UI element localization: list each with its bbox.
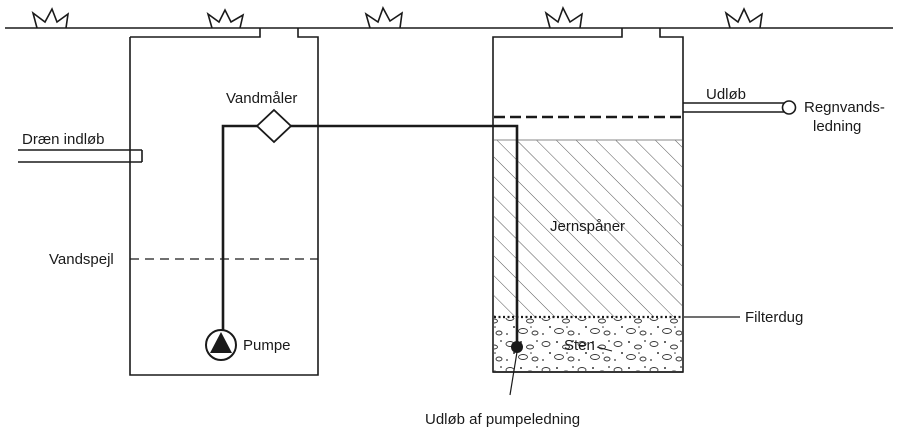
drain-inlet-label: Dræn indløb (22, 131, 105, 148)
drain-inlet-pipe (18, 149, 143, 163)
iron-shavings-layer (494, 140, 682, 317)
filter-cloth-label: Filterdug (745, 309, 803, 326)
pump-line-outlet-dot (511, 341, 523, 353)
ground-surface (5, 5, 893, 29)
pump-label: Pumpe (243, 337, 291, 354)
pump-outlet-leader (509, 351, 518, 396)
stone-leader (596, 346, 613, 352)
iron-shavings-label: Jernspåner (550, 218, 625, 235)
outlet-pipe (683, 100, 797, 115)
water-meter-label: Vandmåler (226, 90, 297, 107)
rainwater-pipe-label-2: ledning (813, 118, 861, 135)
pump-line (221, 124, 258, 340)
pump-line-outlet-label: Udløb af pumpeledning (425, 411, 580, 428)
outlet-label: Udløb (706, 86, 746, 103)
pump-icon (205, 329, 237, 361)
stones-label: Sten (564, 337, 595, 354)
rainwater-pipe-label-1: Regnvands- (804, 99, 885, 116)
rainwater-pipe-end-icon (781, 100, 797, 115)
water-meter-icon (255, 108, 293, 144)
water-level-label: Vandspejl (49, 251, 114, 268)
pump-well (129, 28, 319, 376)
stone-layer (494, 318, 682, 371)
filter-well (492, 28, 684, 373)
